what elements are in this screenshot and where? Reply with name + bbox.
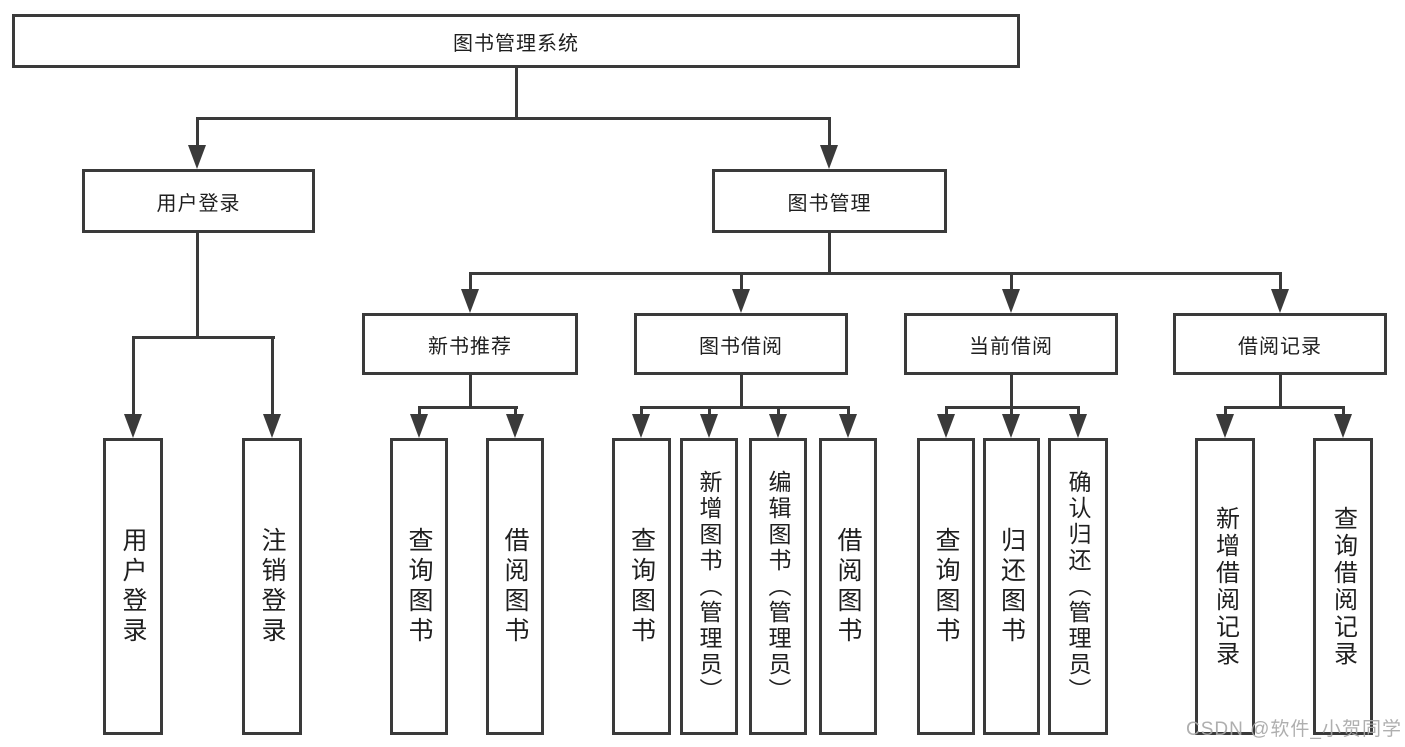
leaf-label: 新增借阅记录 [1211, 505, 1239, 668]
connector-new-book-recommend-split [417, 406, 518, 409]
node-root-label: 图书管理系统 [453, 32, 579, 55]
connector-root-stem [514, 68, 518, 120]
csdn-watermark: CSDN @软件_小贺同学 [1186, 719, 1402, 740]
leaf-query-book-current: 查询图书 [917, 438, 975, 735]
arrow-down-icon [937, 414, 955, 438]
connector-drop [846, 408, 850, 418]
leaf-borrow-book-recommend: 借阅图书 [486, 438, 544, 735]
arrow-down-icon [461, 289, 479, 313]
connector-book-management-stem [827, 233, 831, 275]
leaf-label: 归还图书 [997, 526, 1026, 647]
leaf-edit-book-admin: 编辑图书（管理员） [749, 438, 807, 735]
leaf-label: 查询图书 [627, 526, 656, 647]
connector-drop-current-borrow [1009, 274, 1013, 294]
connector-drop [776, 408, 780, 418]
connector-drop [513, 408, 517, 418]
arrow-down-icon [506, 414, 524, 438]
connector-user-login-split [131, 336, 275, 339]
connector-drop [1341, 408, 1345, 418]
node-new-book-recommend: 新书推荐 [362, 313, 578, 375]
connector-borrow-record-split [1223, 406, 1345, 409]
arrow-down-icon [1069, 414, 1087, 438]
connector-drop-leaf-user-login [131, 338, 135, 417]
leaf-confirm-return-admin: 确认归还（管理员） [1048, 438, 1108, 735]
node-current-borrow-label: 当前借阅 [969, 335, 1053, 358]
node-book-borrow: 图书借阅 [634, 313, 848, 375]
arrow-down-icon [410, 414, 428, 438]
arrow-down-icon [820, 145, 838, 169]
node-user-login: 用户登录 [82, 169, 315, 233]
arrow-down-icon [124, 414, 142, 438]
connector-current-borrow-split [944, 406, 1080, 409]
node-book-management: 图书管理 [712, 169, 947, 233]
leaf-label: 查询图书 [405, 526, 433, 647]
arrow-down-icon [1002, 414, 1020, 438]
connector-drop [707, 408, 711, 418]
leaf-query-borrow-record: 查询借阅记录 [1313, 438, 1373, 735]
node-root: 图书管理系统 [12, 14, 1020, 68]
leaf-label: 借阅图书 [501, 526, 529, 647]
leaf-label: 编辑图书（管理员） [765, 469, 791, 704]
connector-borrow-record-stem [1278, 375, 1282, 408]
arrow-down-icon [188, 145, 206, 169]
leaf-add-book-admin: 新增图书（管理员） [680, 438, 738, 735]
connector-drop [1076, 408, 1080, 418]
connector-drop-borrow-record [1278, 274, 1282, 294]
leaf-label: 查询图书 [932, 526, 960, 647]
arrow-down-icon [632, 414, 650, 438]
connector-level3-split [468, 272, 1282, 275]
arrow-down-icon [732, 289, 750, 313]
leaf-label: 查询借阅记录 [1329, 505, 1357, 668]
connector-drop-book-management [827, 119, 831, 150]
connector-drop [944, 408, 948, 418]
connector-new-book-recommend-stem [468, 375, 472, 408]
leaf-label: 借阅图书 [834, 526, 862, 647]
connector-drop-leaf-logout [270, 338, 274, 417]
arrow-down-icon [839, 414, 857, 438]
node-book-management-label: 图书管理 [787, 192, 872, 215]
connector-level1-split [195, 117, 831, 120]
arrow-down-icon [1002, 289, 1020, 313]
connector-drop [639, 408, 643, 418]
connector-user-login-stem [195, 233, 199, 339]
leaf-label: 新增图书（管理员） [696, 469, 722, 704]
connector-drop-user-login [195, 119, 199, 150]
connector-current-borrow-stem [1009, 375, 1013, 408]
arrow-down-icon [1271, 289, 1289, 313]
node-current-borrow: 当前借阅 [904, 313, 1118, 375]
leaf-label: 注销登录 [258, 526, 286, 647]
node-book-borrow-label: 图书借阅 [699, 335, 783, 358]
leaf-label: 用户登录 [119, 526, 147, 647]
connector-book-borrow-stem [739, 375, 743, 408]
connector-drop [1223, 408, 1227, 418]
leaf-return-book: 归还图书 [983, 438, 1040, 735]
node-borrow-record: 借阅记录 [1173, 313, 1387, 375]
leaf-query-book-borrow: 查询图书 [612, 438, 671, 735]
leaf-query-book-recommend: 查询图书 [390, 438, 448, 735]
leaf-label: 确认归还（管理员） [1065, 469, 1091, 704]
connector-drop [417, 408, 421, 418]
arrow-down-icon [700, 414, 718, 438]
node-borrow-record-label: 借阅记录 [1238, 335, 1322, 358]
arrow-down-icon [1216, 414, 1234, 438]
node-new-book-recommend-label: 新书推荐 [428, 335, 512, 358]
connector-drop-book-borrow [739, 274, 743, 294]
node-user-login-label: 用户登录 [156, 192, 241, 215]
arrow-down-icon [263, 414, 281, 438]
arrow-down-icon [769, 414, 787, 438]
connector-drop [1009, 408, 1013, 418]
leaf-add-borrow-record: 新增借阅记录 [1195, 438, 1255, 735]
leaf-logout: 注销登录 [242, 438, 302, 735]
leaf-user-login: 用户登录 [103, 438, 163, 735]
leaf-borrow-book: 借阅图书 [819, 438, 877, 735]
arrow-down-icon [1334, 414, 1352, 438]
connector-drop-new-book-recommend [468, 274, 472, 294]
connector-book-borrow-split [639, 406, 850, 409]
